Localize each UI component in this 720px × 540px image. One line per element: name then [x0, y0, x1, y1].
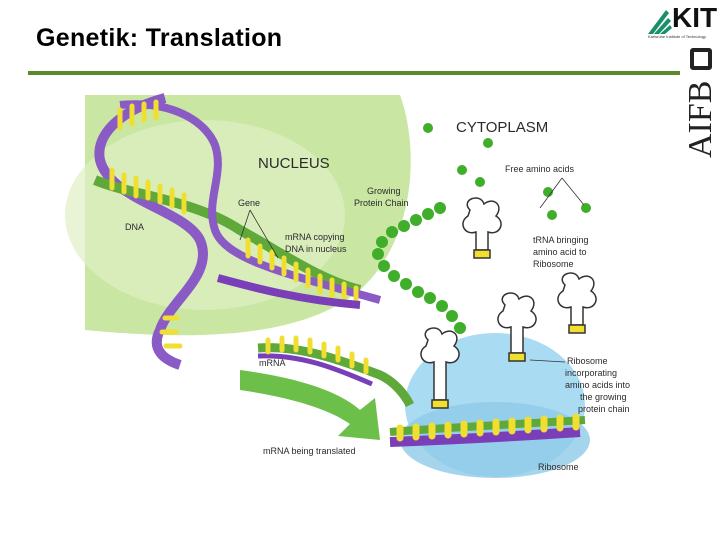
leader-lines	[239, 177, 585, 363]
label-mrna-being-translated: mRNA being translated	[263, 446, 356, 456]
aifb-logo-square-icon	[690, 48, 712, 70]
label-ribosome: Ribosome	[538, 462, 579, 472]
trna-molecules	[420, 197, 597, 409]
dna-helix	[93, 93, 382, 370]
label-trna-1: tRNA bringing	[533, 235, 589, 245]
label-mrna: mRNA	[259, 358, 286, 368]
kit-logo-mark-icon	[648, 10, 672, 34]
slide-title: Genetik: Translation	[36, 24, 283, 52]
mrna-strand	[257, 335, 415, 408]
trna-3	[497, 292, 537, 362]
amino-acids	[372, 123, 591, 334]
trna-4	[420, 327, 460, 409]
label-ribosome-incorporating-1: Ribosome	[567, 356, 608, 366]
label-trna-3: Ribosome	[533, 259, 574, 269]
label-nucleus: NUCLEUS	[258, 155, 330, 172]
label-mrna-copying-2: DNA in nucleus	[285, 244, 347, 254]
label-mrna-copying-1: mRNA copying	[285, 232, 345, 242]
label-growing-2: Protein Chain	[354, 198, 409, 208]
label-ribosome-incorporating-5: protein chain	[578, 404, 630, 414]
label-trna-2: amino acid to	[533, 247, 587, 257]
kit-logo-subtitle: Karlsruhe Institute of Technology	[648, 34, 706, 39]
mrna-copy-strand	[216, 274, 361, 309]
label-cytoplasm: CYTOPLASM	[456, 119, 548, 136]
trna-1	[462, 197, 502, 259]
title-divider	[28, 71, 680, 75]
translation-arrow-icon	[240, 370, 380, 440]
label-ribosome-incorporating-2: incorporating	[565, 368, 617, 378]
mrna-translated-strand	[389, 413, 586, 447]
label-dna: DNA	[125, 222, 144, 232]
label-growing-1: Growing	[367, 186, 401, 196]
label-ribosome-incorporating-4: the growing	[580, 392, 627, 402]
label-ribosome-incorporating-3: amino acids into	[565, 380, 630, 390]
trna-2	[557, 272, 597, 334]
label-free-amino-acids: Free amino acids	[505, 164, 575, 174]
kit-logo-text: KIT	[672, 2, 718, 33]
label-gene: Gene	[238, 198, 260, 208]
